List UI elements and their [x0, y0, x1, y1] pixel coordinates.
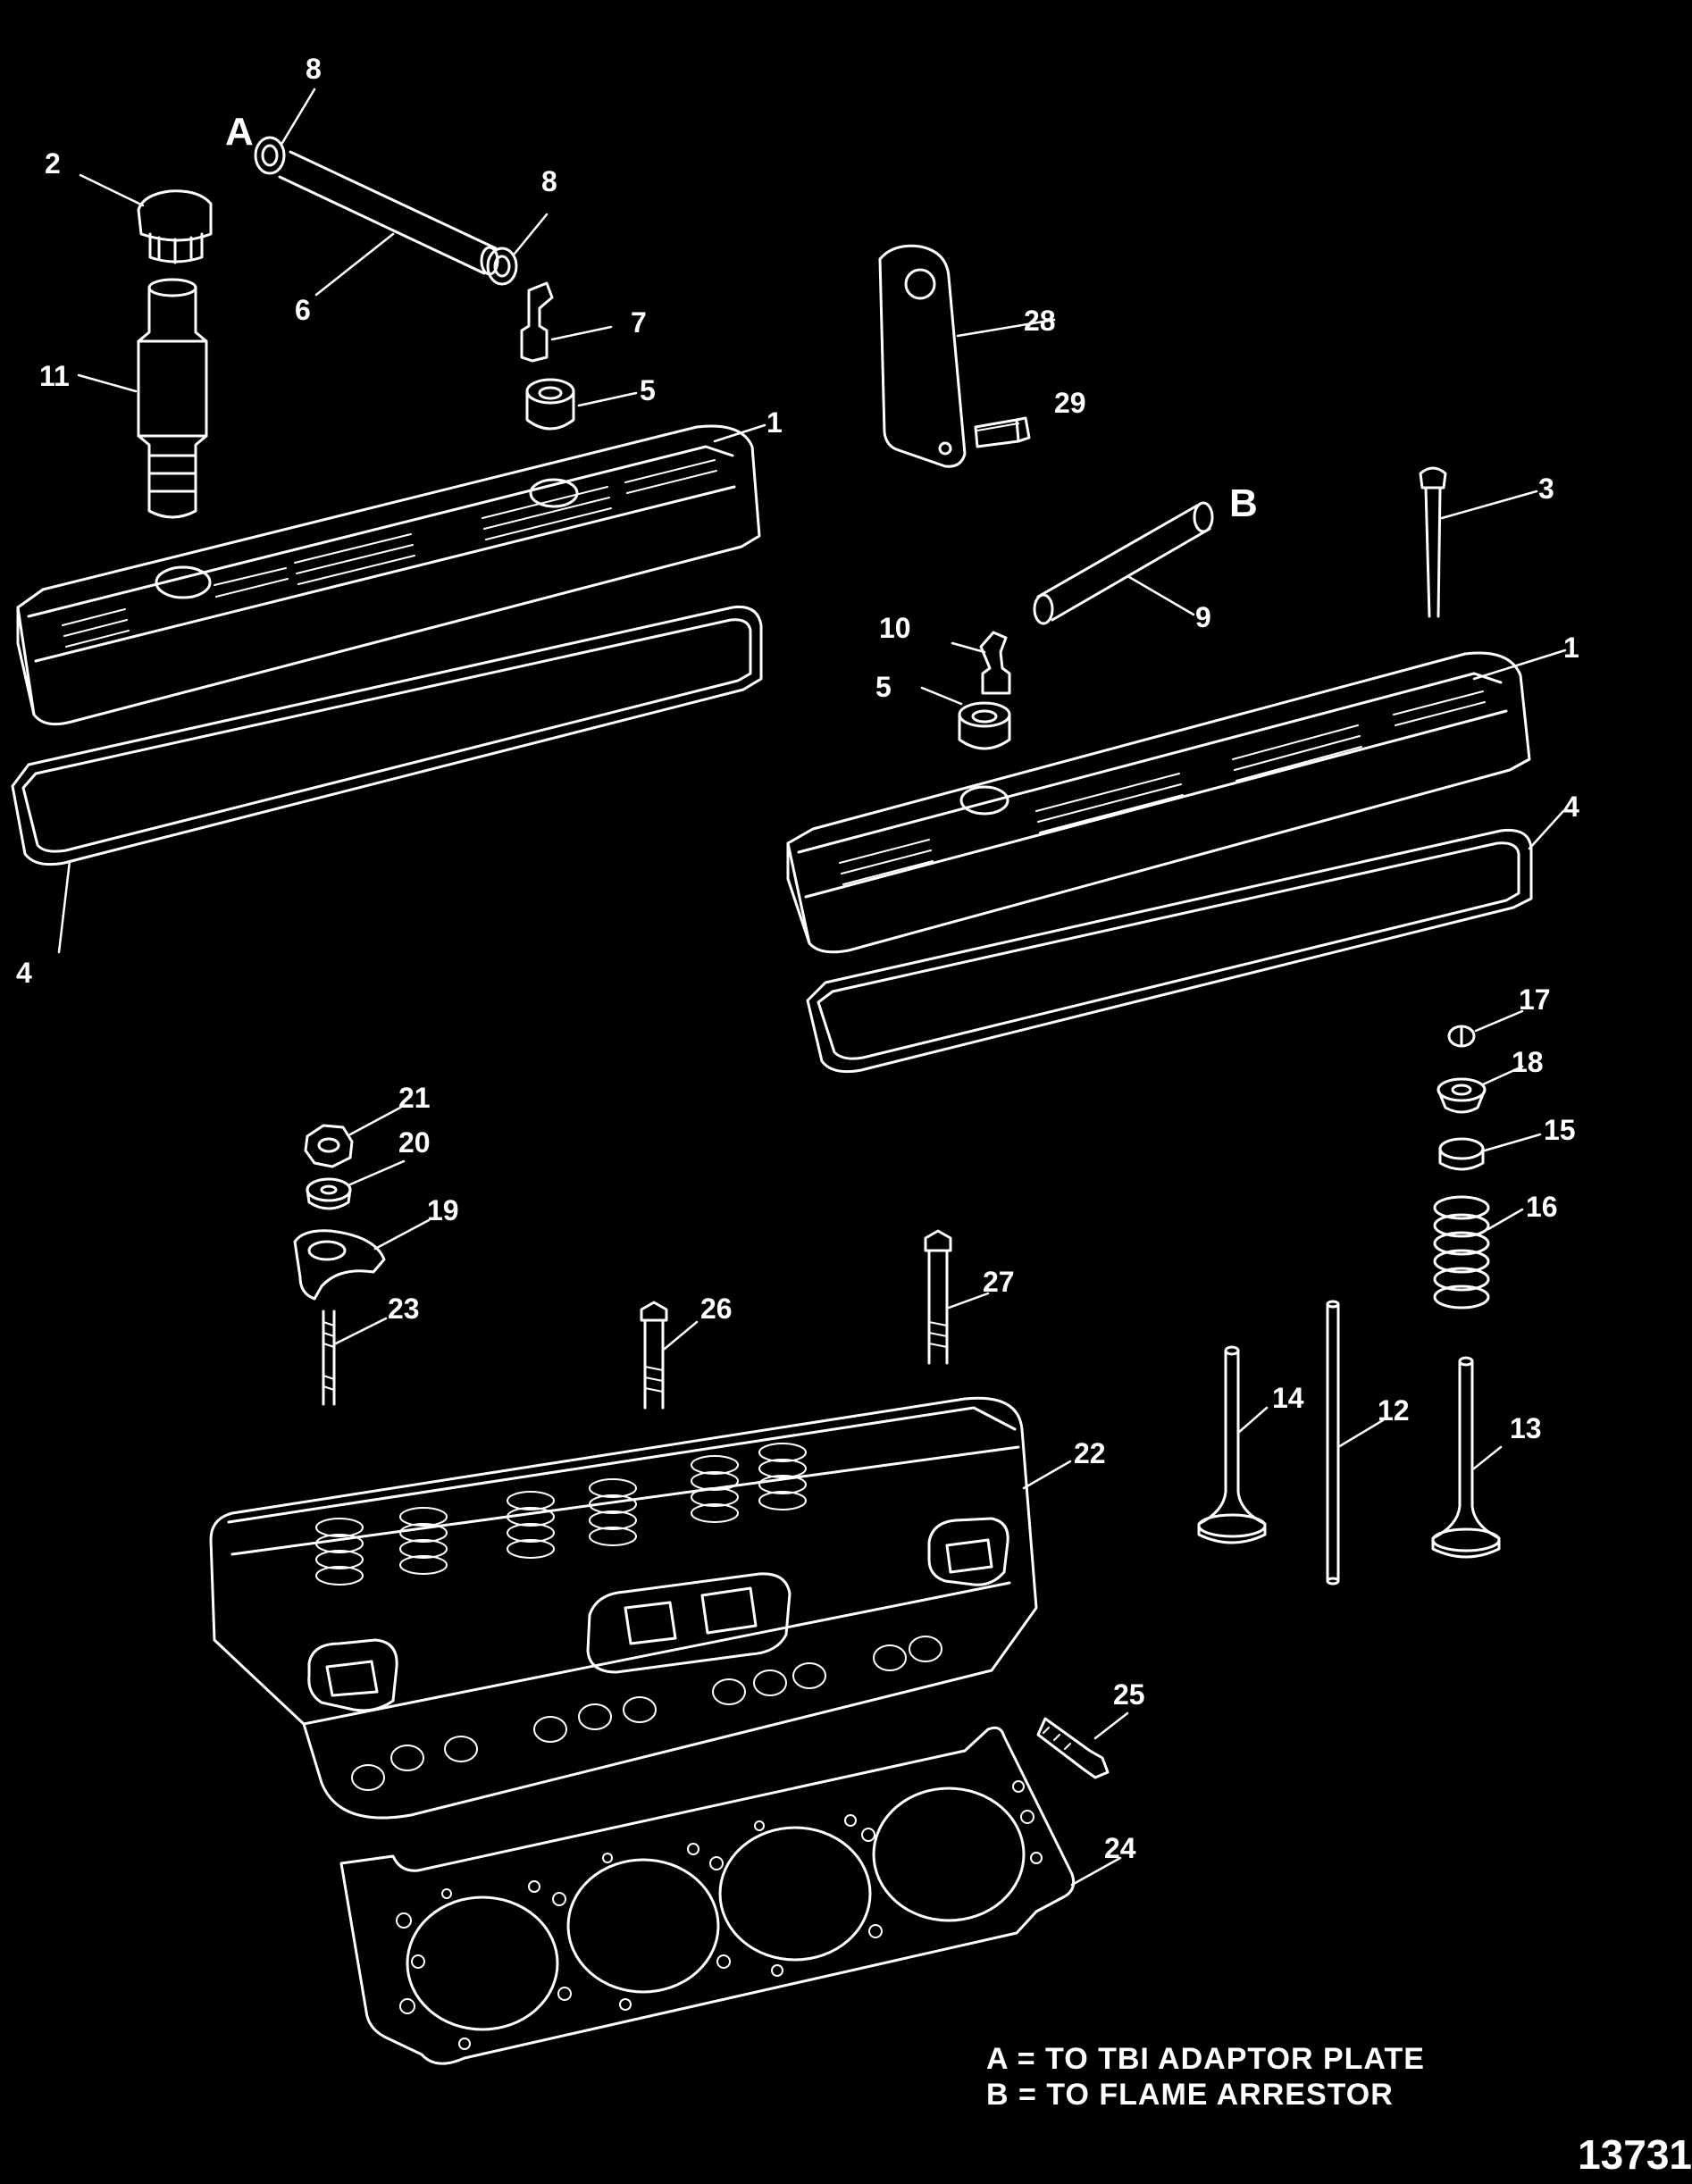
callout-10: 10	[879, 612, 911, 644]
rocker-arm-nut	[304, 1124, 354, 1168]
valve-cover-left	[16, 424, 761, 726]
callout-16: 16	[1526, 1191, 1558, 1223]
callout-23: 23	[388, 1293, 420, 1325]
callout-26: 26	[700, 1293, 733, 1325]
callout-20: 20	[398, 1126, 431, 1159]
cylinder-head-bolt-long	[924, 1229, 952, 1365]
rocker-arm-ball	[306, 1177, 352, 1210]
callout-1-left: 1	[766, 406, 783, 439]
callout-11: 11	[39, 360, 70, 392]
valve-cover-gasket-right	[806, 828, 1533, 1074]
intake-valve	[1197, 1345, 1267, 1544]
callout-14: 14	[1272, 1382, 1304, 1414]
cylinder-head-bolt-short	[640, 1301, 668, 1410]
elbow-fitting-right	[979, 631, 1011, 695]
valve-stem-seal	[1438, 1137, 1485, 1171]
cylinder-head	[209, 1396, 1038, 1820]
elbow-fitting-left	[520, 281, 554, 363]
grommet-right	[958, 701, 1011, 750]
exhaust-valve	[1431, 1356, 1501, 1559]
callout-4-right: 4	[1563, 791, 1579, 823]
legend-line-b: B = TO FLAME ARRESTOR	[986, 2078, 1394, 2112]
callout-22: 22	[1074, 1437, 1106, 1469]
callout-1-right: 1	[1563, 632, 1579, 664]
callout-19: 19	[427, 1194, 459, 1226]
callout-5-left: 5	[640, 374, 656, 406]
callout-7: 7	[631, 306, 647, 339]
legend-line-a: A = TO TBI ADAPTOR PLATE	[986, 2042, 1425, 2076]
callout-27: 27	[983, 1266, 1015, 1298]
callout-18: 18	[1512, 1046, 1544, 1078]
callout-13: 13	[1510, 1412, 1542, 1444]
valve-spring-retainer	[1437, 1077, 1487, 1114]
valve-cover-right	[786, 651, 1531, 954]
callout-3: 3	[1538, 473, 1554, 505]
callout-A: A	[225, 110, 254, 154]
cylinder-head-gasket	[339, 1726, 1076, 2065]
long-bolt	[1419, 466, 1447, 618]
callout-9: 9	[1195, 601, 1211, 633]
lifting-bracket	[878, 244, 967, 468]
callout-24: 24	[1104, 1832, 1136, 1864]
callout-21: 21	[398, 1082, 431, 1114]
bracket-bolt	[974, 416, 1031, 448]
callout-5-right: 5	[875, 671, 892, 703]
callout-15: 15	[1544, 1114, 1576, 1146]
pushrod	[1326, 1300, 1340, 1586]
grommet-left	[525, 378, 575, 431]
rocker-arm-stud	[322, 1310, 336, 1406]
vent-hose-right	[1033, 501, 1214, 625]
callout-17: 17	[1519, 983, 1551, 1016]
hose-clamp-lower	[486, 247, 518, 286]
callout-28: 28	[1024, 305, 1056, 337]
oil-fill-cap	[137, 189, 213, 264]
callout-25: 25	[1113, 1678, 1145, 1711]
callout-B: B	[1229, 481, 1258, 525]
callout-8-lower: 8	[541, 165, 557, 197]
callout-6: 6	[295, 294, 311, 326]
rocker-arm	[293, 1229, 386, 1301]
callout-4-left: 4	[16, 957, 32, 989]
head-bolt-side	[1036, 1717, 1110, 1779]
valve-keepers	[1447, 1025, 1476, 1048]
callout-8-upper: 8	[306, 53, 322, 85]
hose-clamp-upper	[254, 136, 286, 175]
callout-2: 2	[45, 147, 61, 180]
valve-spring	[1433, 1195, 1490, 1310]
callout-12: 12	[1378, 1394, 1410, 1427]
figure-number: 13731	[1578, 2131, 1692, 2178]
oil-fill-tube	[137, 278, 208, 519]
leader-lines	[57, 88, 1567, 1887]
valve-cover-gasket-left	[11, 605, 763, 866]
callout-29: 29	[1054, 387, 1086, 419]
